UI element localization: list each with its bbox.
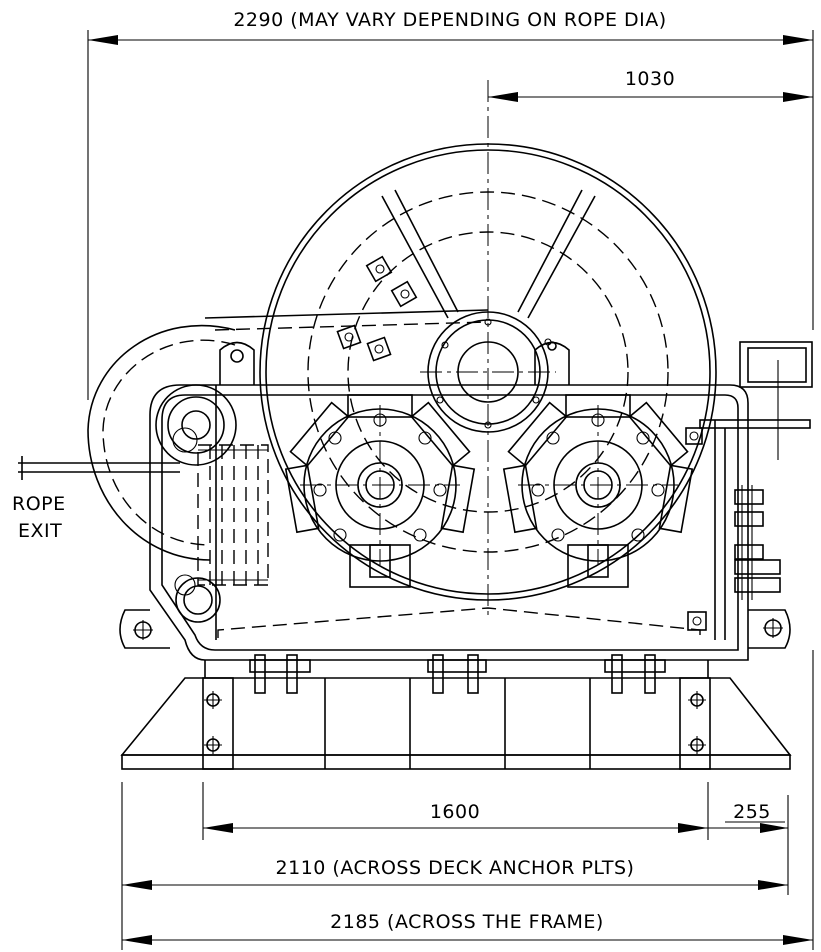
dimension-text-1600: 1600 <box>430 801 480 823</box>
dimension-anchor-spacing: 1600 <box>202 782 709 840</box>
spooler-assembly <box>87 309 489 640</box>
base-skid <box>120 660 792 770</box>
dimension-text-255: 255 <box>733 801 771 823</box>
dimension-anchor-plates: 2110 (ACROSS DECK ANCHOR PLTS) <box>121 782 789 950</box>
level-wind-guide <box>197 444 269 586</box>
hydraulic-motor-right <box>502 394 694 588</box>
dimension-text-drum: 1030 <box>625 68 675 90</box>
dimension-text-2110: 2110 (ACROSS DECK ANCHOR PLTS) <box>276 857 635 879</box>
rope-exit-label-1: ROPE <box>12 493 66 515</box>
dimension-frame-width: 2185 (ACROSS THE FRAME) <box>122 650 814 950</box>
rope-exit-label-2: EXIT <box>18 520 62 542</box>
dimension-text-overall: 2290 (MAY VARY DEPENDING ON ROPE DIA) <box>233 9 666 31</box>
dimension-text-2185: 2185 (ACROSS THE FRAME) <box>330 911 604 933</box>
hydraulic-motor-left <box>284 394 476 588</box>
rope-exit: ROPE EXIT <box>12 456 180 542</box>
hold-down-bolts <box>249 654 666 694</box>
main-drum <box>259 80 717 620</box>
side-housing <box>685 341 813 640</box>
dimension-drum-offset: 1030 <box>488 68 813 102</box>
main-frame <box>119 341 791 661</box>
dimension-end-offset: 255 <box>708 795 789 840</box>
dimension-overall-width: 2290 (MAY VARY DEPENDING ON ROPE DIA) <box>87 9 814 400</box>
